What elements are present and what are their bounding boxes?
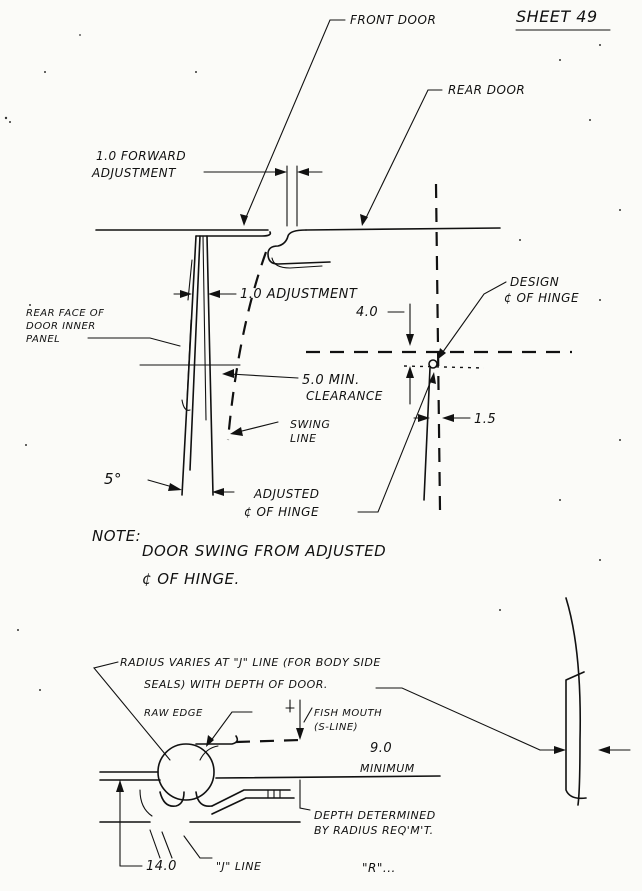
radius-label-1: RADIUS VARIES AT "J" LINE (FOR BODY SIDE xyxy=(120,656,381,669)
front-door-flange xyxy=(195,231,272,237)
hinge-vertical-centerline xyxy=(434,183,442,511)
dim-9-label: 9.0 xyxy=(370,741,392,756)
dim-14-label: 14.0 xyxy=(146,859,177,874)
scan-specks xyxy=(4,34,621,691)
seal-radius-circle xyxy=(157,743,215,801)
design-label-2: ¢ OF HINGE xyxy=(504,291,579,305)
r-label: "R"... xyxy=(362,861,396,875)
radius-label-2: SEALS) WITH DEPTH OF DOOR. xyxy=(144,678,328,691)
rear-face-label-2: DOOR INNER xyxy=(26,321,96,332)
fish-mouth-label-1: FISH MOUTH xyxy=(314,708,382,719)
rear-door-edge xyxy=(267,229,331,265)
forward-adjustment-label-2: ADJUSTMENT xyxy=(91,166,177,180)
rear-face-label-3: PANEL xyxy=(26,334,60,345)
forward-adjustment-label-1: 1.0 FORWARD xyxy=(96,149,186,163)
min-clearance-label-2: CLEARANCE xyxy=(306,389,383,403)
rear-door-line xyxy=(305,227,501,231)
adjusted-hinge-label-2: ¢ OF HINGE xyxy=(244,505,319,519)
dim-1-5-label: 1.5 xyxy=(474,412,496,427)
bottom-section-figure xyxy=(93,597,631,867)
top-hinge-figure xyxy=(87,19,572,513)
design-label-1: DESIGN xyxy=(510,275,559,289)
adjustment-label: 1.0 ADJUSTMENT xyxy=(240,287,358,302)
five-degree-label: 5° xyxy=(104,470,122,488)
dim-4-label: 4.0 xyxy=(356,305,378,320)
note-line-2: ¢ OF HINGE. xyxy=(142,570,240,588)
swing-line-label-2: LINE xyxy=(290,432,317,445)
raw-edge-label: RAW EDGE xyxy=(144,708,203,719)
front-door-label: FRONT DOOR xyxy=(350,13,436,27)
note-line-1: DOOR SWING FROM ADJUSTED xyxy=(142,542,386,560)
labels: SHEET 49 FRONT DOOR REAR DOOR 1.0 FORWAR… xyxy=(26,7,611,875)
rear-face-label-1: REAR FACE OF xyxy=(26,308,104,319)
rear-door-label: REAR DOOR xyxy=(448,83,525,97)
adjusted-hinge-label-1: ADJUSTED xyxy=(253,487,320,501)
depth-label-2: BY RADIUS REQ'M'T. xyxy=(314,824,434,837)
fish-mouth-label-2: (S-LINE) xyxy=(314,722,358,733)
door-outer-profile xyxy=(565,597,582,806)
depth-label-1: DEPTH DETERMINED xyxy=(314,809,436,822)
sheet-label: SHEET 49 xyxy=(516,7,598,26)
note-heading: NOTE: xyxy=(92,527,141,545)
swing-line-label-1: SWING xyxy=(290,418,330,431)
minimum-label: MINIMUM xyxy=(360,762,415,775)
j-line-label: "J" LINE xyxy=(216,860,261,873)
min-clearance-label-1: 5.0 MIN. xyxy=(302,373,360,388)
swing-line-arc xyxy=(226,251,268,441)
